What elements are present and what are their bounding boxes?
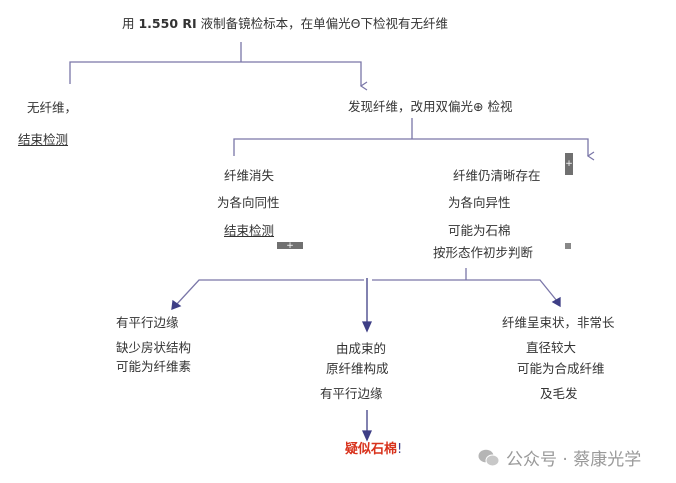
left-branch-line2: 缺少房状结构	[116, 340, 192, 355]
result-mark: !	[397, 442, 403, 457]
root-prefix: 用	[122, 16, 139, 31]
end-test-link-isotropic[interactable]: 结束检测	[224, 223, 275, 238]
right-branch-line3: 可能为合成纤维	[517, 361, 605, 376]
left-branch-line1: 有平行边缘	[116, 315, 179, 330]
result-text: 疑似石棉	[345, 442, 398, 457]
no-fiber-label: 无纤维，	[27, 100, 78, 115]
isotropic-line1: 纤维消失	[224, 168, 275, 183]
middle-branch-line1: 由成束的	[336, 341, 387, 356]
expand-plus-icon[interactable]: +	[565, 153, 573, 175]
end-test-link-left[interactable]: 结束检测	[18, 132, 69, 147]
expand-plus-icon[interactable]: +	[277, 242, 303, 251]
root-suffix: 液制备镜检标本，在单偏光Θ下检视有无纤维	[196, 16, 448, 31]
anisotropic-line3: 可能为石棉	[448, 223, 511, 238]
middle-branch-line2: 原纤维构成	[326, 361, 389, 376]
root-step: 用 1.550 RI 液制备镜检标本，在单偏光Θ下检视有无纤维	[122, 16, 448, 32]
arrowhead	[361, 430, 373, 442]
anisotropic-line1: 纤维仍清晰存在	[453, 168, 541, 183]
wechat-icon	[478, 449, 500, 466]
left-branch-line3: 可能为纤维素	[116, 359, 192, 374]
right-branch-line4: 及毛发	[540, 386, 578, 401]
anisotropic-line2: 为各向异性	[448, 195, 511, 210]
right-branch-line1: 纤维呈束状，非常长	[502, 315, 615, 330]
resize-handle-icon[interactable]	[565, 243, 571, 249]
right-branch-line2: 直径较大	[526, 340, 577, 355]
watermark-text: 公众号 · 蔡康光学	[506, 450, 642, 470]
connector	[372, 279, 558, 302]
connector	[233, 138, 595, 161]
connector	[175, 279, 364, 306]
fiber-found-step: 发现纤维，改用双偏光⊕ 检视	[348, 99, 513, 114]
suspected-asbestos-result: 疑似石棉!	[345, 442, 402, 458]
connector	[69, 61, 368, 91]
arrowhead	[361, 321, 373, 333]
middle-branch-line3: 有平行边缘	[320, 386, 383, 401]
watermark: 公众号 · 蔡康光学	[478, 445, 641, 470]
arrowhead	[171, 299, 182, 310]
isotropic-line2: 为各向同性	[217, 195, 280, 210]
anisotropic-line4: 按形态作初步判断	[433, 245, 534, 260]
ri-value: 1.550 RI	[138, 16, 197, 31]
arrowhead	[551, 296, 561, 308]
